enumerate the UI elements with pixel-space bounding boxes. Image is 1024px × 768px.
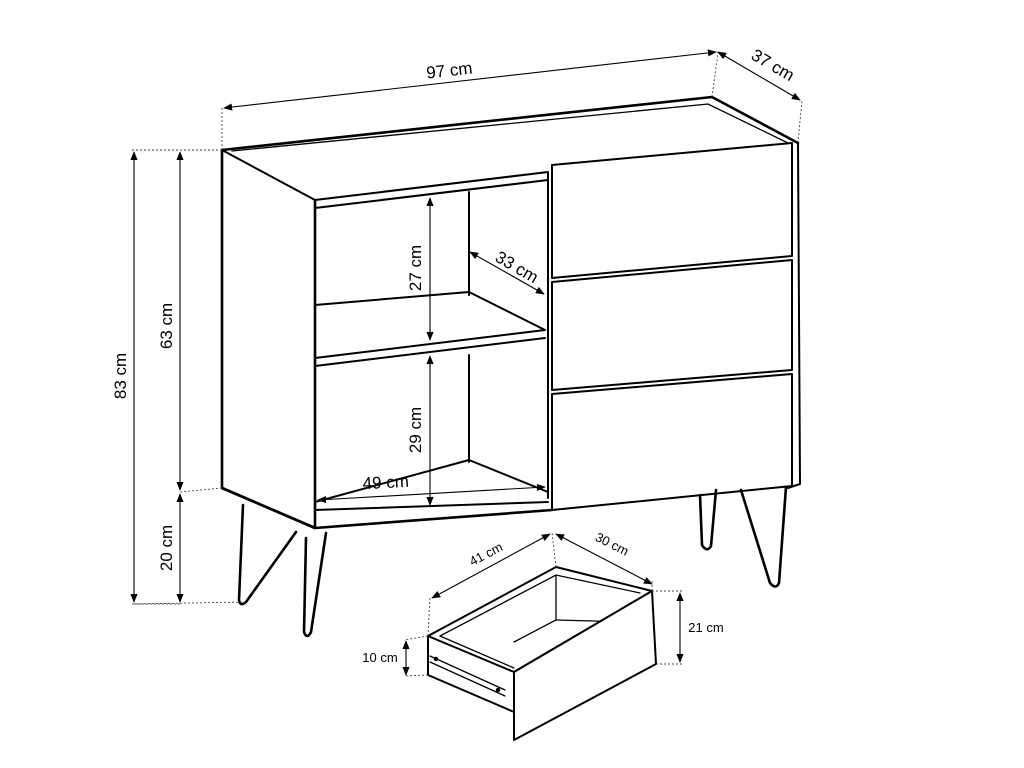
- total-height-label: 83 cm: [111, 353, 130, 399]
- shelf-depth-label: 33 cm: [492, 247, 542, 287]
- leg-back-right: [698, 488, 718, 551]
- depth-label: 37 cm: [748, 45, 798, 85]
- shelf-upper-label: 27 cm: [406, 245, 425, 291]
- body-height-label: 63 cm: [157, 303, 176, 349]
- drawer-front-bottom: [551, 373, 793, 511]
- drawer-front-height-label: 21 cm: [688, 620, 723, 635]
- drawer-front-panel: [513, 590, 657, 741]
- drawer-front-middle: [551, 259, 793, 391]
- middle-shelf: [314, 291, 546, 359]
- width-label: 97 cm: [425, 58, 473, 82]
- leg-front-right: [739, 485, 788, 588]
- shelf-depth-dimension-line: [469, 251, 545, 295]
- drawer-runner: [429, 655, 506, 697]
- shelf-width-label: 49 cm: [362, 472, 409, 493]
- leg-height-label: 20 cm: [157, 525, 176, 571]
- leg-front-middle: [302, 531, 328, 638]
- drawer-depth-label: 30 cm: [593, 529, 631, 558]
- cabinet-left-side: [220, 148, 317, 530]
- drawer-front-top: [551, 142, 793, 279]
- dimension-lines: [130, 49, 803, 605]
- leg-front-left: [237, 503, 298, 606]
- open-compartment: [314, 171, 549, 499]
- drawer-side-height-label: 10 cm: [362, 650, 397, 665]
- drawer-depth-dimension-line: [555, 533, 653, 585]
- depth-dimension-line: [717, 51, 801, 101]
- drawer-width-dimension-line: [431, 533, 551, 599]
- shelf-width-dimension-line: [317, 483, 546, 504]
- shelf-lower-label: 29 cm: [406, 407, 425, 453]
- drawer-detail: 41 cm 30 cm 21 cm 10 cm: [362, 529, 724, 741]
- drawer-width-label: 41 cm: [467, 539, 505, 569]
- width-dimension-line: [223, 49, 717, 111]
